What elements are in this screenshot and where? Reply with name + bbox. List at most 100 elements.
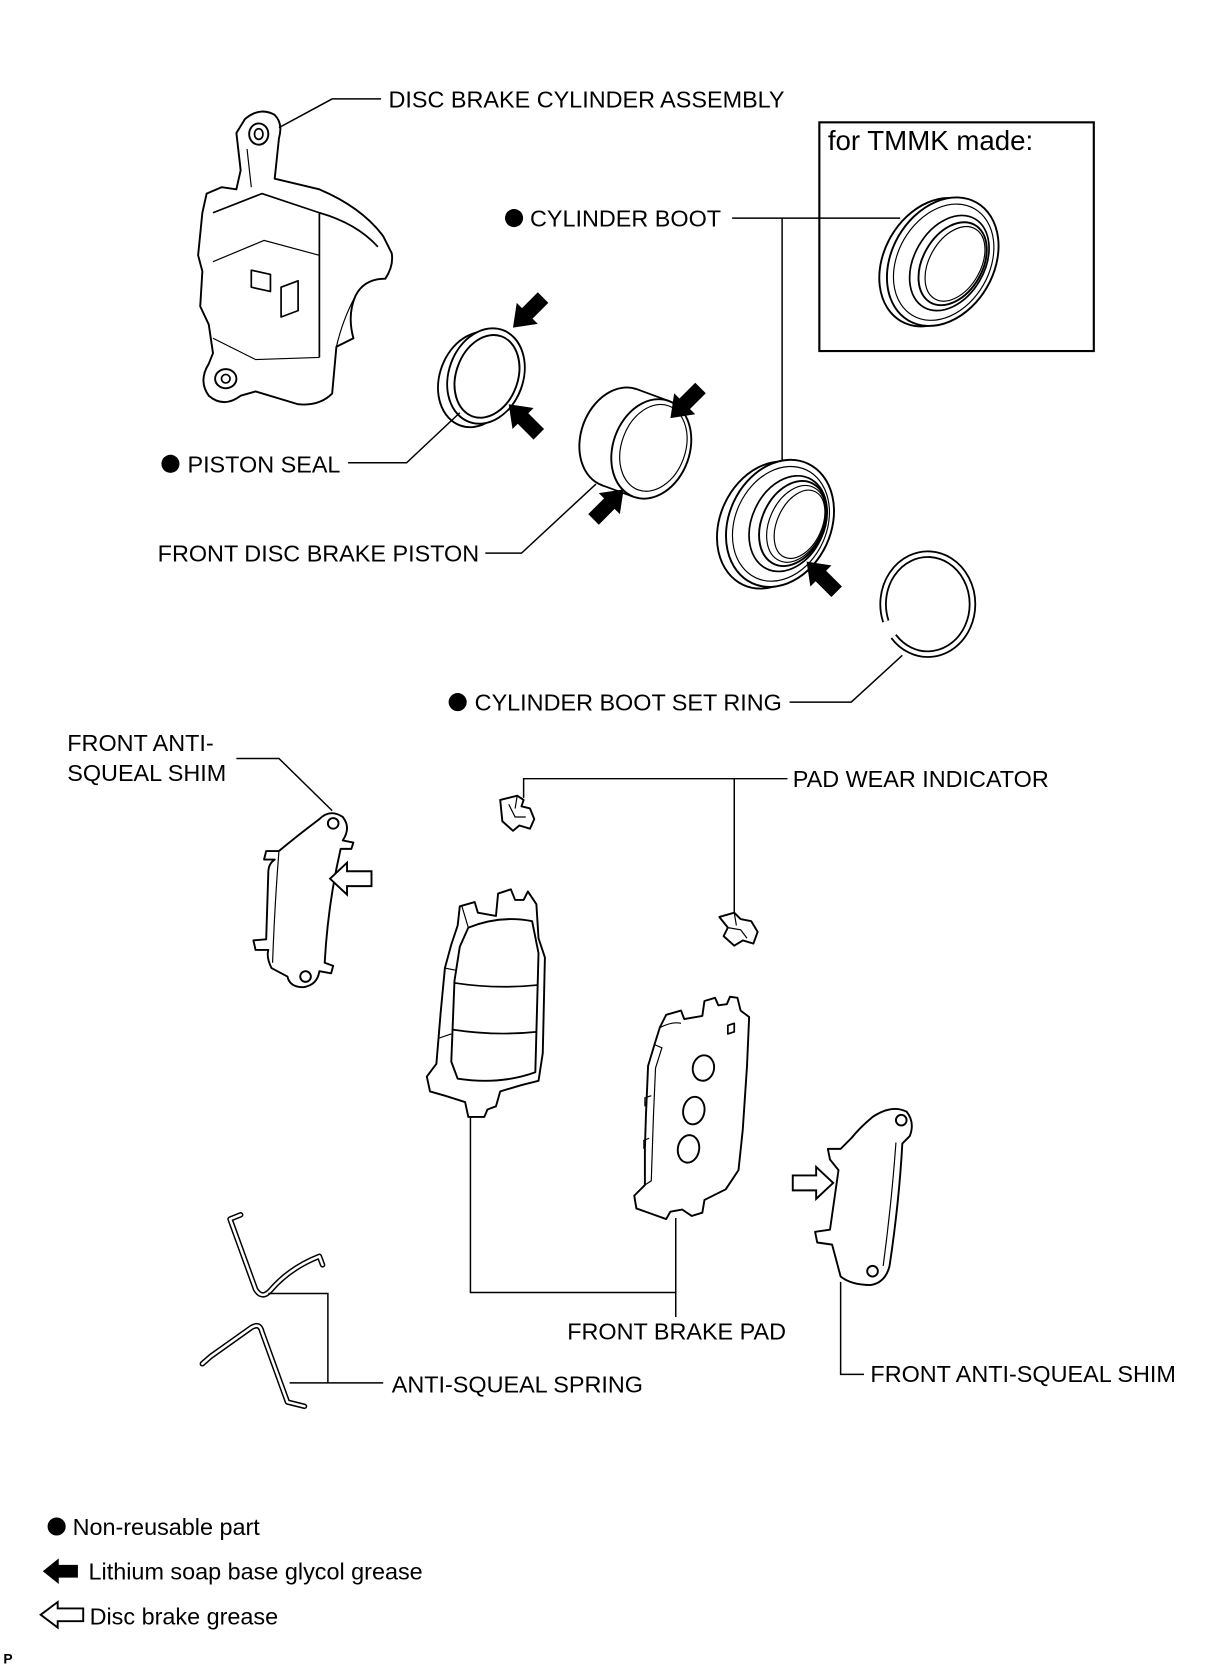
disc-brake-grease-arrow-icon	[791, 1164, 835, 1202]
caliper-body-curve	[319, 211, 379, 248]
spring-1-wire-inner	[228, 1213, 324, 1297]
pad-right-thickness	[644, 1022, 682, 1186]
leader-shim-right	[839, 1281, 865, 1376]
boot-inner-fold-2	[773, 489, 826, 559]
boot-tmmk-rim	[892, 203, 995, 321]
boot-rim	[731, 465, 831, 582]
pad-right-tab-mark	[727, 1022, 736, 1035]
leader-pad-wear-indicator	[522, 777, 788, 915]
label-front-anti-squeal-shim-left-line2: SQUEAL SHIM	[67, 760, 226, 786]
pad-right-hole-2	[682, 1095, 706, 1126]
label-front-anti-squeal-shim-left-line1: FRONT ANTI-	[67, 730, 213, 756]
caliper-bottom-hole-inner	[220, 373, 231, 384]
shim-right-top-hole	[894, 1113, 908, 1127]
pad-right-edge-bumps	[643, 1095, 652, 1149]
shim-left-edge	[271, 850, 280, 963]
shim-left-outline	[252, 812, 355, 989]
shim-right-edge	[882, 1142, 897, 1266]
front-brake-pad-lining-side	[425, 888, 546, 1118]
inset-title: for TMMK made:	[828, 125, 1033, 156]
anti-squeal-spring	[227, 1212, 326, 1298]
front-anti-squeal-shim-right	[814, 1107, 913, 1286]
legend-lithium-grease: Lithium soap base glycol grease	[89, 1559, 423, 1585]
corner-mark: P	[3, 1651, 12, 1667]
label-disc-brake-cylinder-assembly: DISC BRAKE CYLINDER ASSEMBLY	[389, 86, 785, 112]
label-front-anti-squeal-shim-right: FRONT ANTI-SQUEAL SHIM	[870, 1361, 1175, 1387]
shim-left-top-hole	[326, 817, 340, 830]
wear-clip-2-detail	[727, 912, 748, 939]
label-pad-wear-indicator: PAD WEAR INDICATOR	[793, 766, 1049, 792]
anti-squeal-spring	[199, 1322, 308, 1410]
caliper-face-edge	[212, 192, 321, 358]
boot-inner-fold-1	[766, 484, 827, 563]
leader-caliper	[278, 98, 382, 129]
non-reusable-mark-icon	[505, 209, 524, 228]
legend-non-reusable-part: Non-reusable part	[73, 1514, 261, 1540]
leader-set-ring	[789, 654, 903, 703]
non-reusable-mark-icon	[448, 693, 467, 712]
piston-front-face	[610, 398, 693, 500]
shim-right-outline	[814, 1107, 913, 1286]
boot-tmmk-opening	[917, 221, 988, 307]
caliper-outline	[197, 110, 394, 406]
pad-right-hole-1	[691, 1054, 716, 1082]
caliper-slot	[250, 269, 272, 293]
caliper-bottom-hole	[214, 368, 238, 390]
caliper-top-hole	[248, 122, 270, 146]
pad-right-hole-3	[676, 1134, 701, 1164]
piston-front-recess	[619, 403, 688, 492]
filled-circle-icon	[47, 1517, 66, 1536]
pad-left-divider	[453, 982, 538, 1035]
tmmk-inset: for TMMK made:	[818, 121, 1095, 353]
spring-2-wire	[199, 1322, 308, 1410]
caliper-mid-line	[212, 239, 320, 263]
caliper-lower-line	[212, 337, 320, 361]
legend: Non-reusable part Lithium soap base glyc…	[39, 1514, 423, 1630]
caliper-arm-line	[246, 148, 252, 188]
leader-piston-seal	[348, 412, 461, 464]
legend-disc-brake-grease: Disc brake grease	[90, 1603, 279, 1629]
leader-anti-squeal-spring	[268, 1292, 384, 1384]
label-piston-seal: PISTON SEAL	[187, 451, 340, 477]
leader-cylinder-boot	[732, 217, 901, 466]
boot-tmmk-opening-edge	[924, 226, 986, 302]
wear-clip-1-detail	[508, 795, 526, 818]
boot-fold	[748, 474, 828, 573]
pad-wear-indicator-clip	[718, 911, 759, 947]
wear-clip-1-outline	[499, 794, 536, 832]
lithium-grease-arrow-icon	[502, 287, 554, 339]
disc-brake-cylinder-assembly	[197, 110, 394, 406]
set-ring-inner	[881, 552, 975, 656]
leader-shim-left	[236, 757, 333, 812]
white-arrow-icon	[39, 1600, 85, 1630]
front-disc-brake-piston	[578, 386, 693, 500]
label-cylinder-boot: CYLINDER BOOT	[530, 206, 721, 232]
caliper-window	[280, 279, 299, 318]
piston-seal	[437, 327, 526, 429]
boot-tmmk-inner-ring	[908, 214, 990, 312]
label-front-brake-pad: FRONT BRAKE PAD	[567, 1318, 786, 1344]
spring-2-wire-inner	[201, 1324, 306, 1408]
front-brake-pad-backing-side	[633, 995, 751, 1221]
label-cylinder-boot-set-ring: CYLINDER BOOT SET RING	[475, 690, 782, 716]
leader-front-brake-pad	[469, 1116, 677, 1317]
leader-piston	[485, 483, 597, 554]
front-anti-squeal-shim-left	[252, 812, 355, 989]
caliper-top-hole-inner	[253, 127, 264, 141]
pad-left-friction-material	[450, 918, 540, 1082]
cylinder-boot	[716, 458, 835, 590]
label-anti-squeal-spring: ANTI-SQUEAL SPRING	[392, 1371, 643, 1397]
disc-brake-grease-arrow-icon	[328, 860, 373, 897]
piston-seal-hole	[453, 334, 521, 419]
caliper-notch-line	[335, 295, 357, 347]
pad-left-edge-detail	[438, 906, 469, 1039]
pad-wear-indicator-clip	[499, 794, 536, 832]
shim-right-bottom-hole	[866, 1264, 879, 1278]
boot-opening	[758, 480, 828, 567]
cylinder-boot-tmmk	[878, 196, 1000, 328]
black-arrow-icon	[42, 1558, 78, 1584]
non-reusable-mark-icon	[161, 454, 180, 473]
label-front-disc-brake-piston: FRONT DISC BRAKE PISTON	[158, 541, 479, 567]
